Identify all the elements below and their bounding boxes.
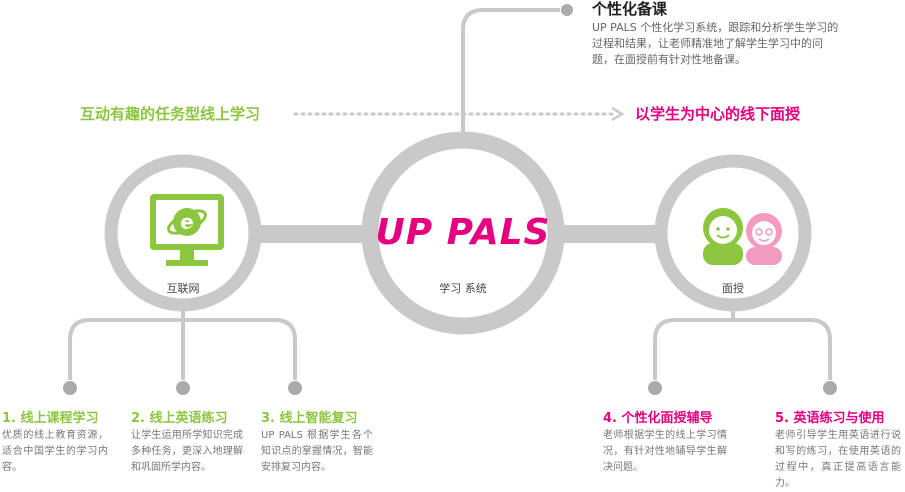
top-branch-dot [561,4,573,16]
feature-4-title: 4. 个性化面授辅导 [603,411,713,426]
feature-4-dot [648,381,662,395]
boy-and-girl-faces-icon [703,208,782,265]
internet-explorer-monitor-icon: e [150,194,224,266]
feature-2-description: 让学生运用所学知识完成多种任务，更深入地理解和巩固所学内容。 [131,430,243,473]
right-branch-line [653,305,832,380]
feature-5-description: 老师引导学生用英语进行说和写的练习，在使用英语的过程中，真正提高语言能力。 [775,430,901,489]
center-hub-label: 学习 系统 [439,282,487,295]
flow-left-label: 互动有趣的任务型线上学习 [80,105,261,123]
left-hub-label: 互联网 [166,282,200,295]
feature-3-dot [288,381,302,395]
feature-5-title: 5. 英语练习与使用 [775,411,885,426]
feature-5-dot [823,381,837,395]
left-branch-line [68,305,297,380]
feature-3-description: UP PALS 根据学生各个知识点的掌握情况，智能安排复习内容。 [261,430,373,473]
feature-2-dot [176,381,190,395]
top-branch-line [461,8,560,145]
flow-arrow-head [611,106,625,122]
connector-right [550,225,675,243]
diagram-canvas: e [63,4,837,395]
feature-3-title: 3. 线上智能复习 [261,411,358,426]
feature-1-dot [63,381,77,395]
feature-1-description: 优质的线上教育资源，适合中国学生的学习内容。 [2,430,108,473]
connector-left [235,225,375,243]
top-feature-title: 个性化备课 [592,0,668,18]
right-hub-label: 面授 [722,282,744,295]
flow-right-label: 以学生为中心的线下面授 [635,105,801,123]
feature-4-description: 老师根据学生的线上学习情况，有针对性地辅导学生解决问题。 [603,430,727,473]
top-feature-description: UP PALS 个性化学习系统，跟踪和分析学生学习的过程和结果，让老师精准地了解… [592,21,839,66]
center-hub-ring [361,131,565,335]
feature-1-title: 1. 线上课程学习 [2,411,99,426]
center-brand: UP PALS [375,212,551,253]
feature-2-title: 2. 线上英语练习 [131,411,228,426]
